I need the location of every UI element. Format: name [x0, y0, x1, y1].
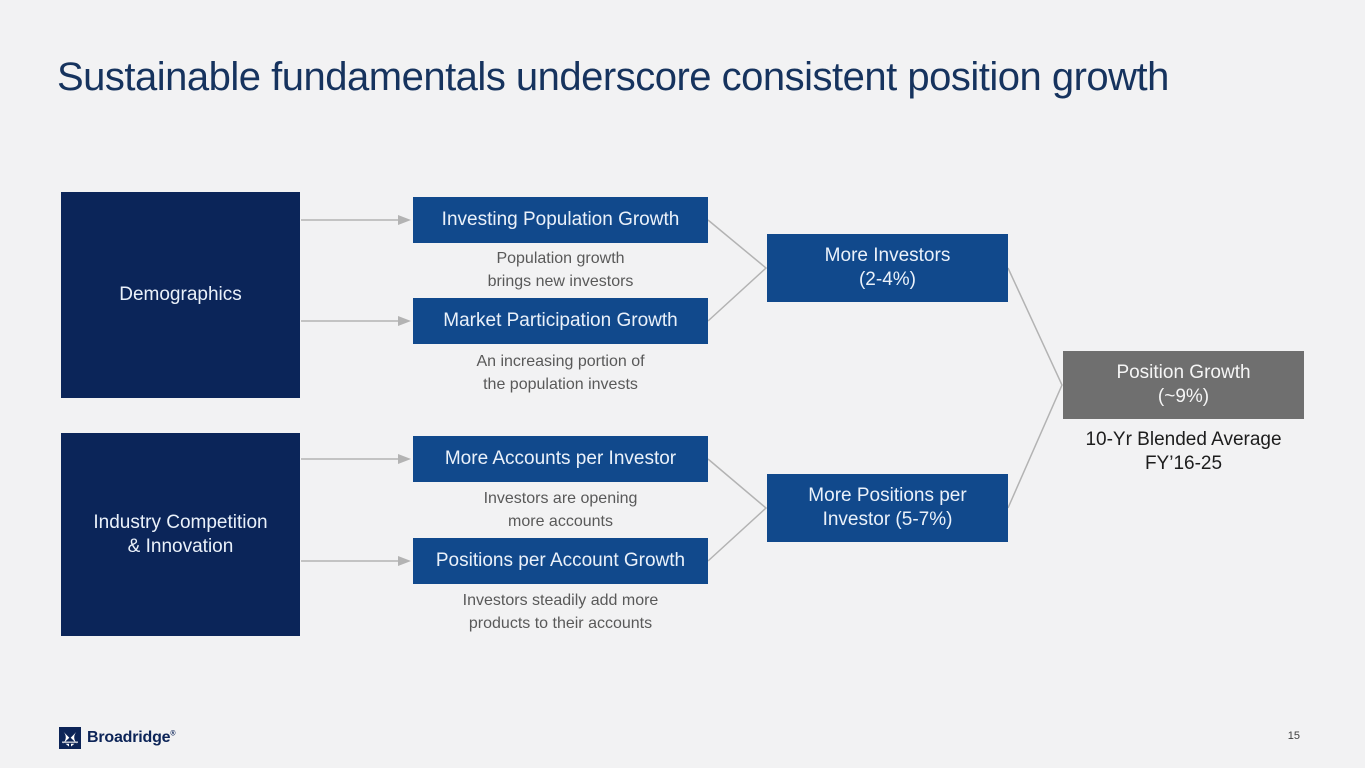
factor-description: An increasing portion of the population …	[476, 353, 645, 393]
result-note: 10-Yr Blended Average FY’16-25	[1085, 429, 1282, 474]
factor-box-market-participation-growth: Market Participation Growth	[413, 298, 708, 344]
broadridge-logo-text: Broadridge®	[87, 729, 176, 746]
factor-box-more-accounts-per-investor: More Accounts per Investor	[413, 436, 708, 482]
broadridge-logo: Broadridge®	[59, 727, 176, 749]
arrowhead-icon	[398, 454, 411, 464]
factor-box-positions-per-account-growth: Positions per Account Growth	[413, 538, 708, 584]
factor-description: Investors are opening more accounts	[483, 490, 638, 530]
broadridge-logo-icon	[59, 727, 81, 749]
outcome-box-more-positions-per-investor: More Positions per Investor (5-7%)	[767, 474, 1008, 542]
driver-box-demographics: Demographics	[61, 192, 300, 398]
connector-merge-line	[707, 458, 768, 562]
factor-description: Investors steadily add more products to …	[462, 592, 659, 632]
factor-description: Population growth brings new investors	[487, 250, 634, 290]
arrowhead-icon	[398, 215, 411, 225]
arrowhead-icon	[398, 556, 411, 566]
factor-box-investing-population-growth: Investing Population Growth	[413, 197, 708, 243]
outcome-box-more-investors: More Investors (2-4%)	[767, 234, 1008, 302]
registered-mark: ®	[170, 730, 176, 738]
result-box-position-growth: Position Growth (~9%)	[1063, 351, 1304, 419]
slide-title: Sustainable fundamentals underscore cons…	[57, 55, 1169, 99]
connector-merge-line	[707, 219, 768, 322]
arrowhead-icon	[398, 316, 411, 326]
page-number: 15	[1287, 730, 1300, 742]
driver-box-industry-competition: Industry Competition & Innovation	[61, 433, 300, 636]
connector-merge-line	[1007, 267, 1063, 509]
